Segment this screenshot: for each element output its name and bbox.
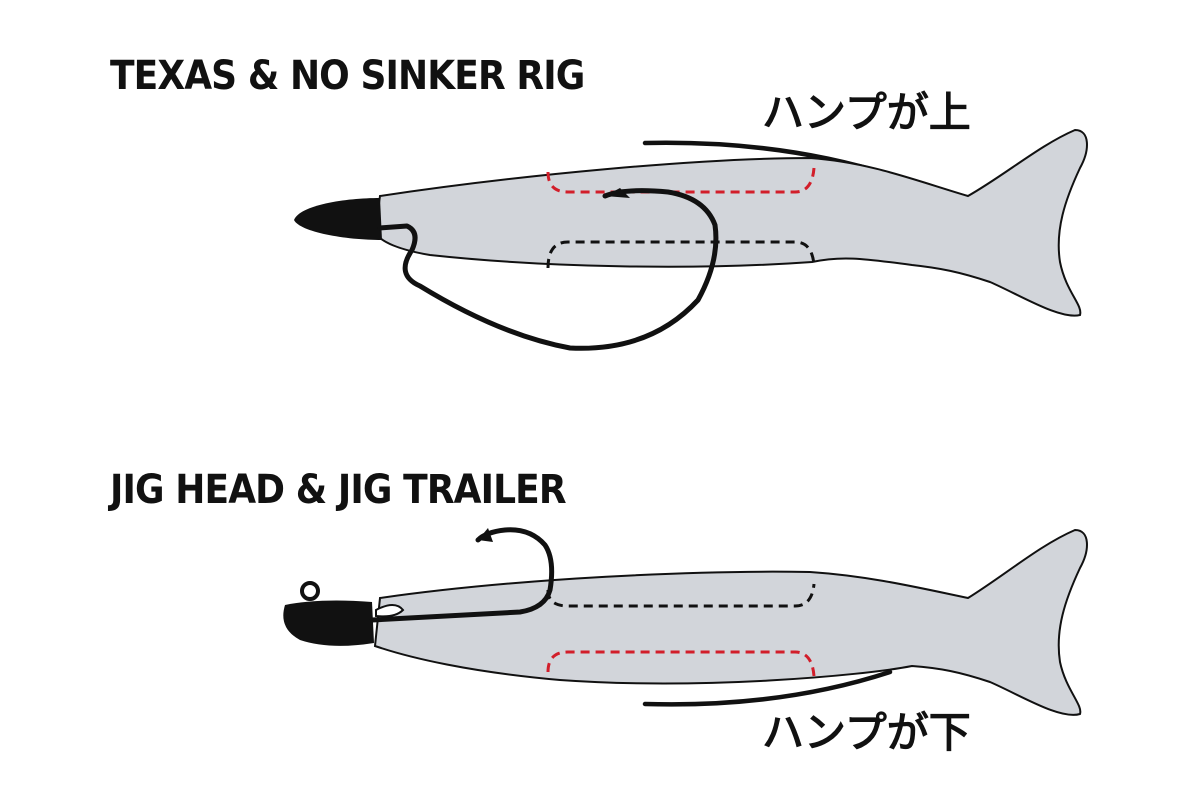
hook-barb — [605, 188, 630, 198]
jig-hook — [369, 527, 555, 623]
lure-body — [373, 128, 1088, 317]
hump-top-dashed — [546, 583, 816, 608]
lure-body — [373, 528, 1088, 716]
hump-down-label: ハンプが下 — [762, 708, 971, 757]
texas-rig-diagram — [294, 128, 1088, 351]
jig-rig-diagram — [283, 527, 1088, 716]
line-tie-eye — [300, 581, 320, 601]
jig-rig-title: JIG HEAD & JIG TRAILER — [110, 467, 567, 513]
bullet-sinker — [294, 198, 382, 240]
hump-up-label: ハンプが上 — [762, 88, 971, 137]
offset-hook — [377, 188, 719, 351]
texas-rig-title: TEXAS & NO SINKER RIG — [110, 53, 585, 99]
hook-barb — [478, 528, 493, 542]
hump-bottom-dashed — [546, 240, 816, 269]
hook-collar — [375, 604, 405, 618]
hump-indicator-line — [642, 669, 893, 707]
jig-head — [283, 600, 374, 646]
